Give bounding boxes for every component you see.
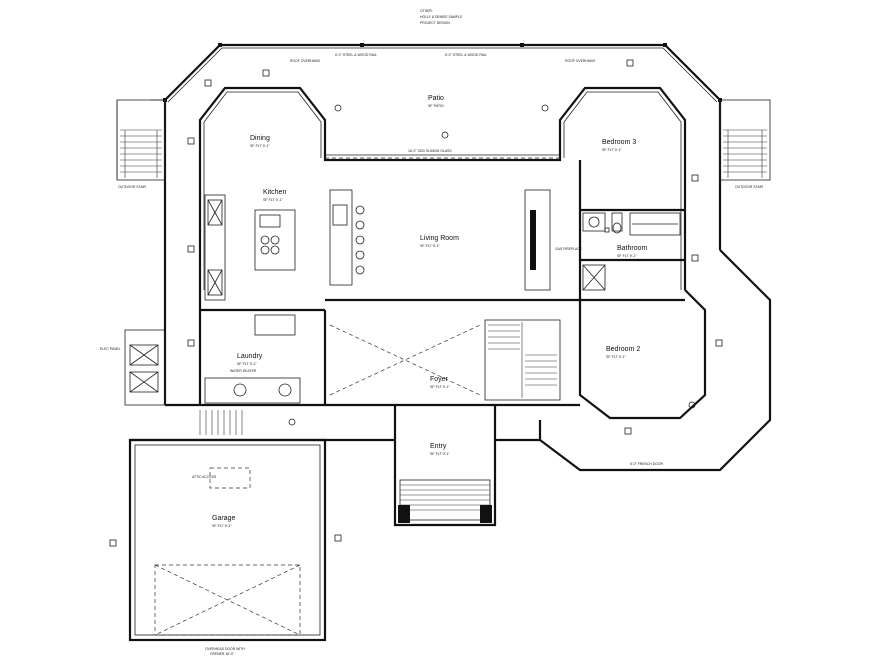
room-foyer-area: SF FLT 9'-1" bbox=[430, 385, 451, 389]
water-heater-note: WATER HEATER bbox=[230, 369, 257, 373]
room-laundry-name: Laundry bbox=[237, 353, 263, 360]
room-bathroom-name: Bathroom bbox=[617, 245, 648, 252]
patio-glass-note: 16'-0" SGD SLIDING GLASS bbox=[408, 149, 452, 153]
title-line-1: OTHER: bbox=[420, 9, 433, 13]
left-lower-stair: ELEC PANEL bbox=[100, 329, 243, 435]
entry-porch bbox=[130, 405, 540, 527]
room-bedroom3-area: SF FLT 9'-1" bbox=[602, 148, 623, 152]
laundry-area: WATER HEATER bbox=[200, 308, 327, 405]
room-foyer-name: Foyer bbox=[430, 376, 449, 383]
house-walls bbox=[165, 86, 772, 472]
top-note-1: 6'-0" STEEL & WOOD RAIL bbox=[335, 53, 377, 57]
window-tags bbox=[109, 59, 723, 547]
room-living-area: SF FLT 9'-1" bbox=[420, 244, 441, 248]
left-exterior-stair: OUTDOOR STAIR bbox=[116, 99, 166, 189]
garage-door-note: OVERHEAD DOOR WITH bbox=[205, 647, 245, 651]
garage: ATTIC ACCESS OVERHEAD DOOR WITH OPENER 1… bbox=[128, 438, 327, 656]
room-bathroom-area: SF FLT 9'-1" bbox=[617, 254, 638, 258]
room-kitchen-area: SF FLT 9'-1" bbox=[263, 198, 284, 202]
left-stair-note: OUTDOOR STAIR bbox=[118, 185, 147, 189]
room-bedroom3-name: Bedroom 3 bbox=[602, 139, 636, 146]
room-dining-area: SF FLT 9'-1" bbox=[250, 144, 271, 148]
title-line-2: HOLLY & DENISE SAMPLE bbox=[420, 15, 463, 19]
room-patio-name: Patio bbox=[428, 95, 444, 102]
top-note-3: ROOF OVERHANG bbox=[290, 59, 321, 63]
room-patio-area: SF PATIO bbox=[428, 104, 444, 108]
bathroom-fixtures bbox=[580, 208, 685, 291]
top-note-2: 6'-0" STEEL & WOOD RAIL bbox=[445, 53, 487, 57]
room-laundry-area: SF FLT 9'-1" bbox=[237, 362, 258, 366]
room-bedroom2-area: SF FLT 9'-1" bbox=[606, 355, 627, 359]
top-note-4: ROOF OVERHANG bbox=[565, 59, 596, 63]
right-exterior-stair: OUTDOOR STAIR bbox=[719, 99, 771, 189]
room-living-name: Living Room bbox=[420, 235, 459, 242]
room-entry-area: SF FLT 9'-1" bbox=[430, 452, 451, 456]
room-labels: Patio SF PATIO Dining SF FLT 9'-1" Kitch… bbox=[212, 95, 648, 528]
title-line-3: PROJECT DESIGN bbox=[420, 21, 450, 25]
room-entry-name: Entry bbox=[430, 443, 447, 450]
room-garage-area: SF FLT 9'-1" bbox=[212, 524, 233, 528]
room-dining-name: Dining bbox=[250, 135, 270, 142]
top-notes: 6'-0" STEEL & WOOD RAIL 6'-0" STEEL & WO… bbox=[290, 53, 663, 466]
room-kitchen-name: Kitchen bbox=[263, 189, 286, 196]
right-stair-note: OUTDOOR STAIR bbox=[735, 185, 764, 189]
room-garage-name: Garage bbox=[212, 515, 235, 522]
bedroom-door-note: 6'-0" FRENCH DOOR bbox=[630, 462, 663, 466]
fireplace-note: GAS FIREPLACE bbox=[555, 247, 583, 251]
attic-note: ATTIC ACCESS bbox=[192, 475, 217, 479]
elec-note: ELEC PANEL bbox=[100, 347, 121, 351]
central-stair bbox=[329, 319, 561, 401]
room-bedroom2-name: Bedroom 2 bbox=[606, 346, 640, 353]
kitchen-cabinets: GAS FIREPLACE bbox=[204, 189, 583, 301]
garage-door-note-2: OPENER 16'-0" bbox=[210, 652, 235, 656]
title-block: OTHER: HOLLY & DENISE SAMPLE PROJECT DES… bbox=[420, 9, 463, 25]
